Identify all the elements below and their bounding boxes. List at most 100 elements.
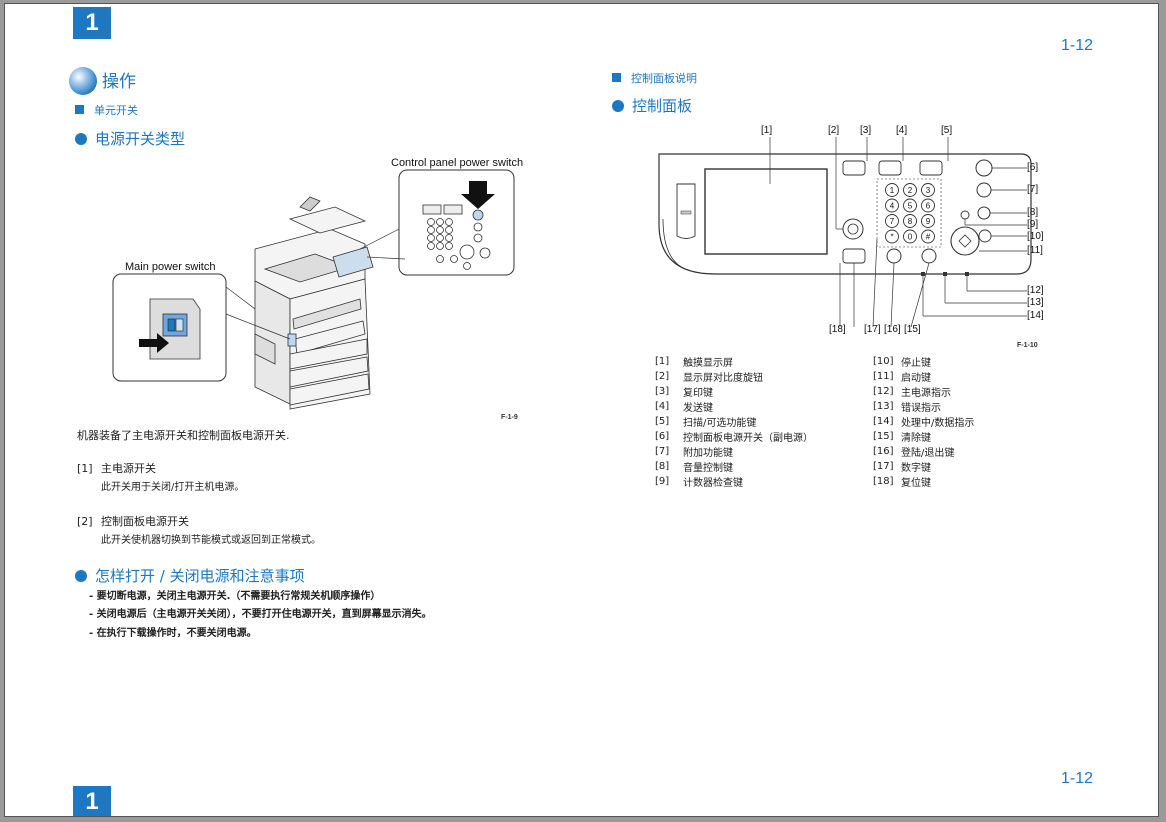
keypad-key-label: 1 — [890, 186, 895, 195]
legend-row: [1] 触摸显示屏 — [655, 354, 813, 369]
callout-15: [15] — [904, 324, 921, 335]
chapter-badge-top: 1 — [73, 7, 111, 39]
section-title: 操作 — [69, 67, 136, 95]
callout-10: [10] — [1027, 231, 1044, 242]
note-1: - 要切断电源，关闭主电源开关.（不需要执行常规关机顺序操作） — [89, 591, 381, 602]
keypad-key-label: 5 — [908, 202, 913, 211]
item-main-switch-desc: 此开关用于关闭/打开主机电源。 — [101, 482, 245, 493]
legend-label: 处理中/数据指示 — [901, 418, 975, 429]
keypad-key-label: 3 — [926, 186, 931, 195]
legend-label: 停止键 — [901, 358, 931, 369]
legend-row: [13]错误指示 — [873, 399, 974, 414]
keypad-key — [885, 229, 899, 244]
legend-number: [16] — [873, 446, 894, 457]
keypad-key-label: * — [890, 233, 893, 242]
legend-row: [3] 复印键 — [655, 384, 813, 399]
heading-control-panel: 控制面板 — [612, 95, 692, 116]
legend-label: 扫描/可选功能键 — [683, 418, 757, 429]
legend-label: 音量控制键 — [683, 463, 733, 474]
keypad-key — [921, 229, 935, 244]
legend-label: 附加功能键 — [683, 448, 733, 459]
legend-number: [14] — [873, 416, 894, 427]
callout-8: [8] — [1027, 207, 1039, 218]
keypad-key — [921, 214, 935, 228]
legend-row: [10] 停止键 — [873, 354, 974, 369]
legend-number: [6] — [655, 431, 670, 442]
callout-1: [1] — [761, 125, 773, 136]
callout-16: [16] — [884, 324, 901, 335]
keypad-key-label: 4 — [890, 202, 895, 211]
legend-label: 计数器检查键 — [683, 478, 743, 489]
callout-3: [3] — [860, 125, 872, 136]
legend-label: 触摸显示屏 — [683, 358, 733, 369]
legend-label: 登陆/退出键 — [901, 448, 955, 459]
heading-power-switch-types: 电源开关类型 — [75, 128, 185, 149]
legend-row: [16] 登陆/退出键 — [873, 444, 974, 459]
legend-label: 主电源指示 — [901, 388, 951, 399]
legend-label: 发送键 — [683, 403, 713, 414]
legend-number: [11] — [873, 371, 894, 382]
legend-number: [8] — [655, 461, 670, 472]
dot-bullet-icon — [612, 100, 624, 112]
keypad-key — [921, 183, 935, 197]
legend-number: [5] — [655, 416, 670, 427]
legend-row: [17]数字键 — [873, 459, 974, 474]
callout-18: [18] — [829, 324, 846, 335]
callout-9: [9] — [1027, 219, 1039, 230]
keypad-key-label: 2 — [908, 186, 913, 195]
keypad-key-label: 7 — [890, 217, 895, 226]
copier-illustration — [112, 169, 515, 410]
page-number-top: 1-12 — [1061, 37, 1094, 54]
callout-7: [7] — [1027, 184, 1039, 195]
keypad-key-label: 6 — [926, 202, 931, 211]
callout-14: [14] — [1027, 310, 1044, 321]
legend-number: [10] — [873, 356, 894, 367]
subsection-panel-description: 控制面板说明 — [612, 70, 697, 86]
heading-power-on-off: 怎样打开 / 关闭电源和注意事项 — [75, 565, 305, 586]
legend-number: [15] — [873, 431, 894, 442]
keypad-key — [921, 198, 935, 213]
dot-bullet-icon — [75, 133, 87, 145]
keypad-key — [903, 198, 917, 213]
legend-row: [11]启动键 — [873, 369, 974, 384]
keypad-key-label: 8 — [908, 217, 913, 226]
main-switch-label: Main power switch — [125, 261, 216, 273]
legend-label: 错误指示 — [901, 403, 941, 414]
legend-label: 复位键 — [901, 478, 931, 489]
control-panel-switch-label: Control panel power switch — [391, 157, 524, 169]
legend-label: 复印键 — [683, 388, 713, 399]
chapter-badge-bottom: 1 — [73, 786, 111, 816]
legend-label: 数字键 — [901, 463, 931, 474]
legend-number: [9] — [655, 476, 670, 487]
legend-number: [4] — [655, 401, 670, 412]
legend-row: [9] 计数器检查键 — [655, 474, 813, 489]
legend-left: [1] 触摸显示屏 [2] 显示屏对比度旋钮 [3] 复印键 [4] 发送键 [5] 扫描/可选功… — [655, 354, 813, 489]
callout-2: [2] — [828, 125, 840, 136]
subsection-unit-switch: 单元开关 — [75, 102, 138, 118]
legend-label: 显示屏对比度旋钮 — [683, 373, 763, 384]
keypad-key — [885, 198, 899, 213]
legend-label: 控制面板电源开关（副电源） — [683, 433, 813, 444]
legend-number: [1] — [655, 356, 670, 367]
item-panel-switch-desc: 此开关使机器切换到节能模式或返回到正常模式。 — [101, 535, 321, 546]
legend-right: [10]停止键[11]启动键[12]主电源指示[13]错误指示[14]处理中/数… — [873, 354, 974, 489]
callout-11: [11] — [1027, 245, 1043, 256]
square-bullet-icon — [612, 73, 621, 82]
item-main-switch-title: [1]主电源开关 — [77, 462, 156, 475]
intro-text: 机器装备了主电源开关和控制面板电源开关. — [77, 429, 290, 442]
legend-number: [3] — [655, 386, 670, 397]
legend-label: 清除键 — [901, 433, 931, 444]
callout-13: [13] — [1027, 297, 1044, 308]
dot-bullet-icon — [75, 570, 87, 582]
keypad-key — [885, 183, 899, 197]
page-number-bottom: 1-12 — [1061, 770, 1094, 787]
callout-6: [6] — [1027, 162, 1039, 173]
figure-id-f19: F-1-9 — [501, 414, 518, 421]
keypad-key-label: # — [926, 233, 931, 242]
globe-icon — [69, 67, 97, 95]
legend-number: [2] — [655, 371, 670, 382]
item-panel-switch-title: [2]控制面板电源开关 — [77, 515, 189, 528]
legend-row: [6] 控制面板电源开关（副电源） — [655, 429, 813, 444]
